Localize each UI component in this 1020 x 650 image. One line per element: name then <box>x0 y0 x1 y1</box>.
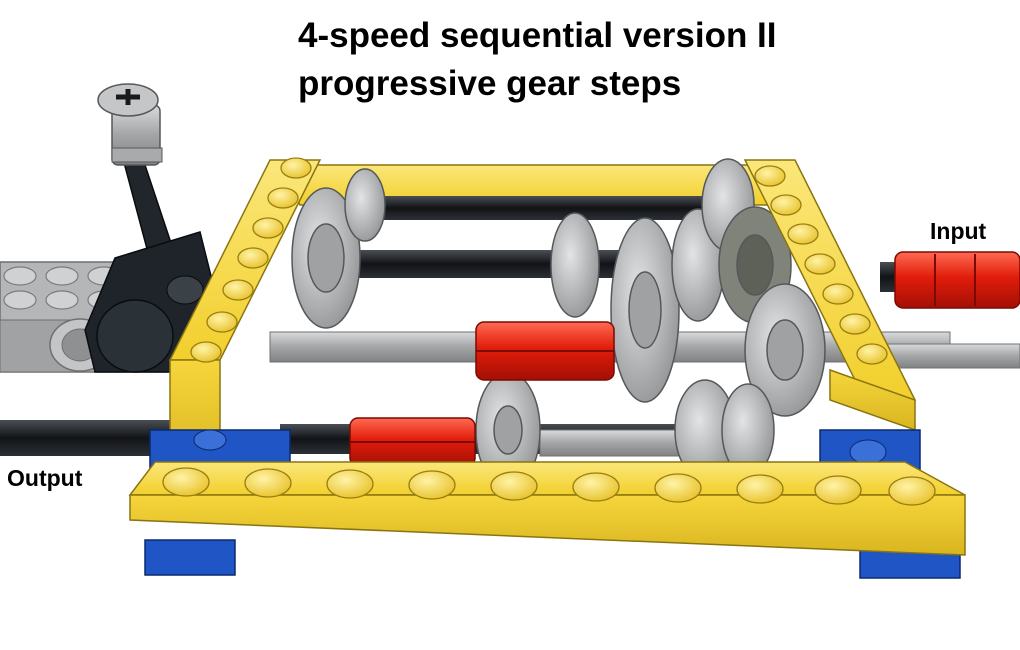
axle-top-black <box>360 196 740 220</box>
shift-lever <box>84 83 213 373</box>
diagram-title: 4-speed sequential version II progressiv… <box>298 12 777 108</box>
right-beam <box>743 159 917 432</box>
left-beam <box>168 157 322 471</box>
title-line-2: progressive gear steps <box>298 64 682 103</box>
output-label: Output <box>7 465 83 491</box>
front-beam <box>128 461 966 556</box>
blue-plates <box>144 429 961 579</box>
title-line-1: 4-speed sequential version II <box>298 16 777 55</box>
red-connectors <box>349 251 1020 467</box>
axle-right-gray <box>879 343 1020 369</box>
input-label: Input <box>930 218 987 244</box>
